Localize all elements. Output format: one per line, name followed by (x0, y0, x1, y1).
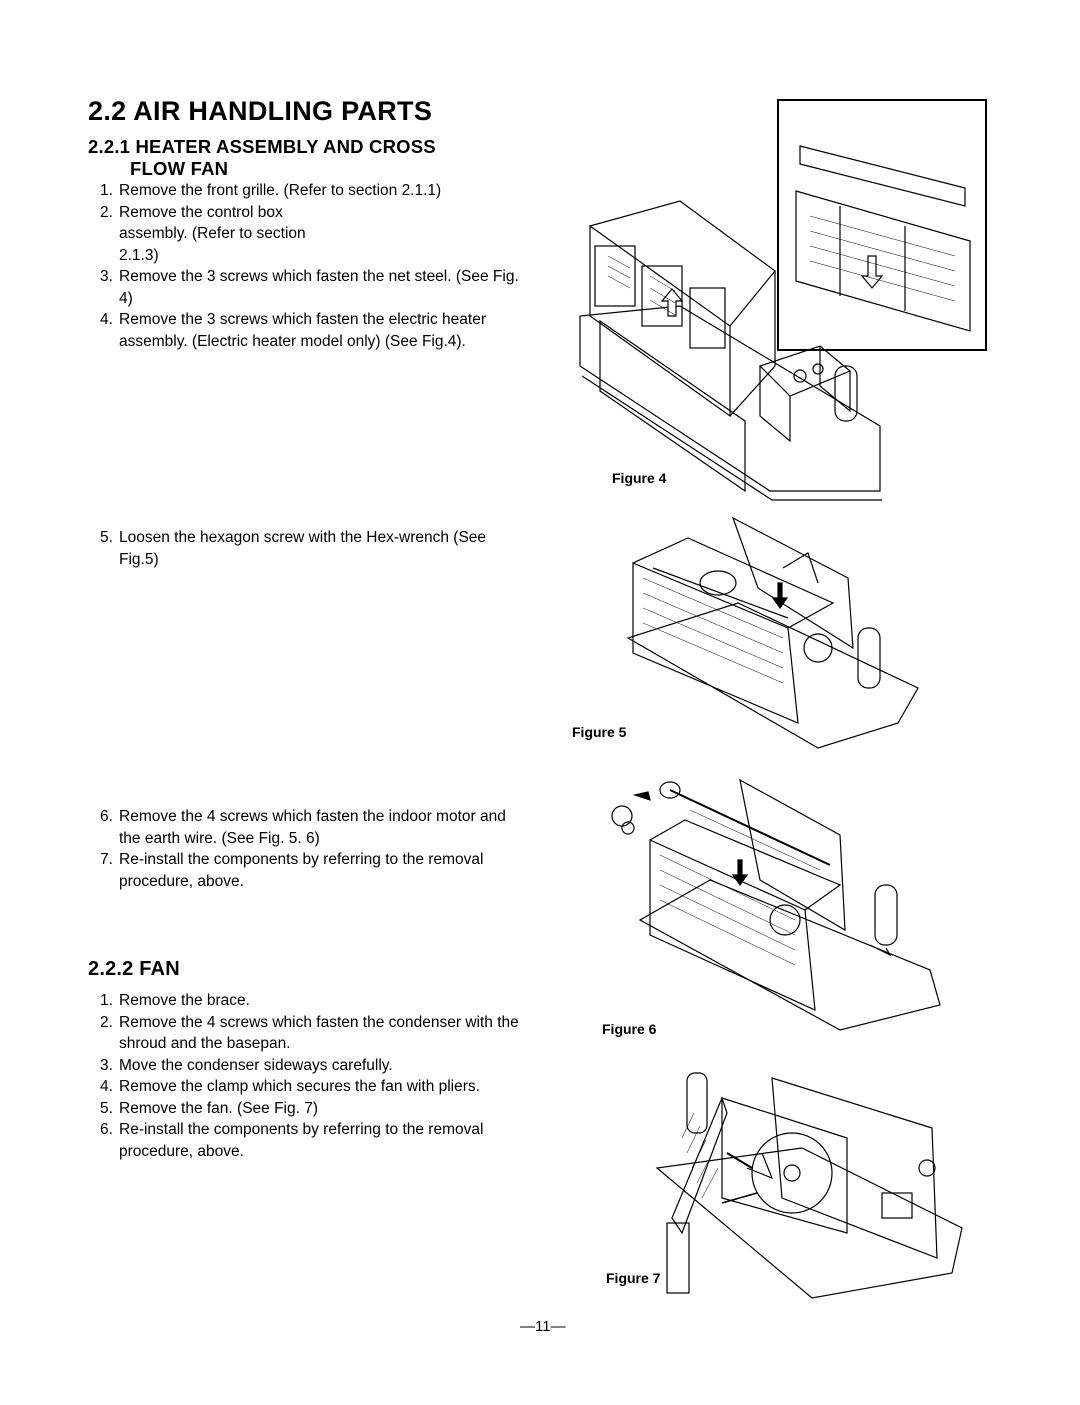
list-item: 1.Remove the front grille. (Refer to sec… (100, 182, 442, 199)
list-item: 6.Remove the 4 screws which fasten the i… (100, 808, 506, 847)
figure-5-caption: Figure 5 (572, 724, 627, 740)
list-item: 1.Remove the brace. (100, 992, 250, 1009)
figure-6-caption: Figure 6 (602, 1021, 657, 1037)
steps-list-c: 6.Remove the 4 screws which fasten the i… (100, 806, 520, 892)
list-item: 7.Re-install the components by referring… (100, 851, 484, 890)
figure-5-illustration (618, 508, 928, 753)
figure-7-illustration (652, 1058, 972, 1308)
steps-list-b: 5.Loosen the hexagon screw with the Hex-… (100, 527, 520, 570)
list-item: 5.Remove the fan. (See Fig. 7) (100, 1099, 319, 1117)
list-item: 3.Move the condenser sideways carefully. (100, 1056, 393, 1074)
steps-list-a: 1.Remove the front grille. (Refer to sec… (100, 180, 520, 352)
figure-4-illustration (560, 96, 990, 506)
figure-7-caption: Figure 7 (606, 1270, 661, 1286)
heading-line-2: FLOW FAN (130, 158, 229, 179)
page-number: —11— (520, 1318, 566, 1335)
steps-list-fan: 1.Remove the brace. 2.Remove the 4 screw… (100, 990, 520, 1162)
figure-4-caption: Figure 4 (612, 470, 667, 486)
list-item: 3.Remove the 3 screws which fasten the n… (100, 268, 519, 307)
page-title: 2.2 AIR HANDLING PARTS (88, 96, 433, 126)
section-2-2-2-heading: 2.2.2 FAN (88, 958, 180, 980)
list-item: 6.Re-install the components by referring… (100, 1121, 484, 1160)
list-item: 5.Loosen the hexagon screw with the Hex-… (100, 529, 487, 568)
figure-6-illustration (590, 770, 950, 1035)
list-item: 4.Remove the 3 screws which fasten the e… (100, 311, 487, 350)
list-item: 2.Remove the control box assembly. (Refe… (100, 203, 306, 264)
list-item: 2.Remove the 4 screws which fasten the c… (100, 1013, 519, 1053)
list-item: 4.Remove the clamp which secures the fan… (100, 1078, 480, 1095)
heading-line-1: 2.2.1 HEATER ASSEMBLY AND CROSS (88, 136, 436, 157)
